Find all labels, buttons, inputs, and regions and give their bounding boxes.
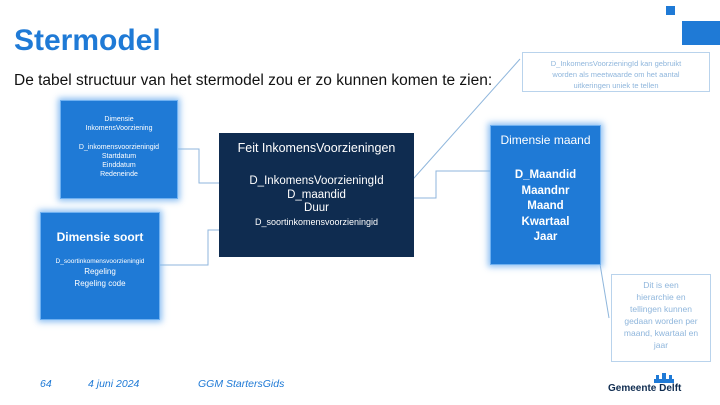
- dim-maand-box: Dimensie maand D_Maandid Maandnr Maand K…: [490, 125, 601, 265]
- slide-subtitle: De tabel structuur van het stermodel zou…: [14, 72, 493, 89]
- connector-maand: [406, 170, 506, 199]
- corner-square-small: [666, 6, 675, 15]
- slide-title: Stermodel: [14, 24, 161, 57]
- fact-field: D_soortinkomensvoorzieningid: [254, 216, 379, 227]
- logo-text: Gemeente Delft: [608, 383, 682, 394]
- connector-note-top: [405, 58, 521, 188]
- fact-field: D_InkomensVoorzieningId: [249, 175, 384, 187]
- note-line: hierarchie en: [636, 292, 686, 302]
- footer-guide-name: GGM StartersGids: [198, 378, 285, 390]
- note-line: jaar: [653, 340, 669, 350]
- dim-inkomens-field: Startdatum: [101, 152, 137, 160]
- note-line: D_InkomensVoorzieningId kan gebruikt: [550, 59, 682, 68]
- dim-soort-field: Regeling code: [74, 279, 126, 288]
- fact-field: Duur: [304, 202, 329, 214]
- dim-maand-field: D_Maandid: [514, 169, 577, 181]
- note-hierarchie: Dit is een hierarchie en tellingen kunne…: [611, 274, 711, 362]
- dim-inkomens-field: Einddatum: [102, 162, 136, 170]
- dim-inkomensvoorziening-box: Dimensie InkomensVoorziening D_inkomensv…: [60, 100, 178, 199]
- dim-maand-field: Kwartaal: [521, 215, 570, 228]
- dim-maand-field: Maand: [527, 200, 564, 212]
- dim-inkomens-field: Redeneinde: [100, 171, 138, 179]
- fact-field: D_maandid: [287, 188, 346, 201]
- dim-soort-field: D_soortinkomensvoorzieningid: [55, 258, 145, 265]
- connector-inkomens: [169, 148, 235, 184]
- fact-title: Feit InkomensVoorzieningen: [237, 141, 396, 155]
- dim-inkomens-field: D_inkomensvoorzieningid: [78, 143, 160, 151]
- dim-soort-title: Dimensie soort: [56, 230, 144, 244]
- footer-page-number: 64: [40, 378, 52, 390]
- dim-inkomens-line1: Dimensie: [104, 116, 134, 123]
- note-meetwaarde: D_InkomensVoorzieningId kan gebruikt wor…: [522, 52, 710, 92]
- note-line: worden als meetwaarde om het aantal: [552, 70, 680, 79]
- dim-maand-field: Maandnr: [521, 184, 570, 197]
- dim-maand-field: Jaar: [533, 231, 558, 243]
- dim-maand-title: Dimensie maand: [500, 133, 591, 147]
- dim-soort-box: Dimensie soort D_soortinkomensvoorzienin…: [40, 212, 160, 320]
- fact-inkomensvoorzieningen-box: Feit InkomensVoorzieningen D_InkomensVoo…: [219, 133, 414, 257]
- corner-square-large: [682, 21, 720, 45]
- note-line: tellingen kunnen: [630, 304, 692, 314]
- note-line: gedaan worden per: [624, 316, 698, 326]
- delft-logo-icon: [654, 373, 674, 383]
- footer-date: 4 juni 2024: [88, 378, 140, 390]
- dim-inkomens-line2: InkomensVoorziening: [85, 125, 153, 133]
- note-line: maand, kwartaal en: [623, 328, 699, 338]
- gemeente-delft-logo: Gemeente Delft: [608, 373, 708, 397]
- note-line: Dit is een: [643, 280, 679, 290]
- dim-soort-field: Regeling: [84, 267, 116, 276]
- note-line: uitkeringen uniek te tellen: [573, 81, 659, 90]
